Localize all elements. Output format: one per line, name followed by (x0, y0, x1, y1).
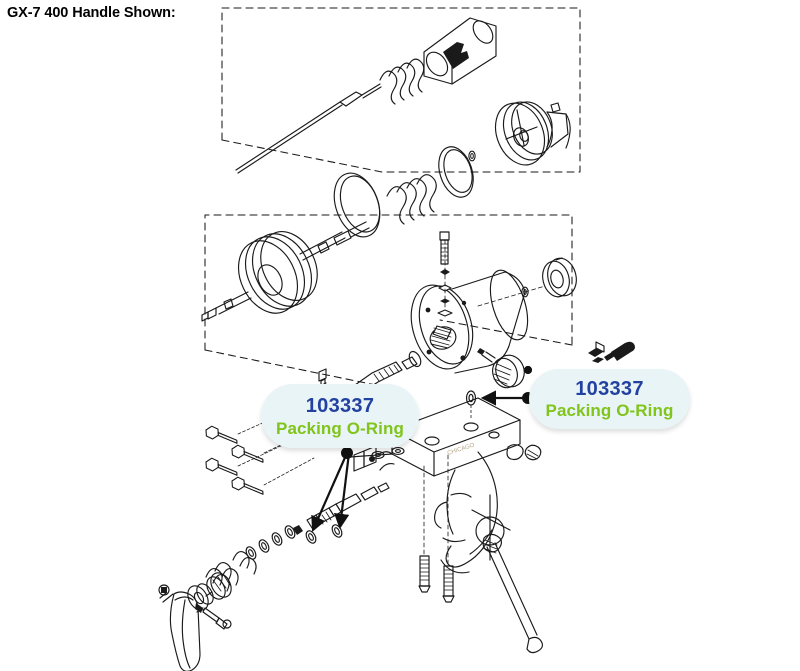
pistol-grip-handle (434, 451, 498, 574)
cylinder-barrel (410, 269, 529, 374)
oring-part (468, 150, 476, 162)
oring-right-middle (438, 146, 474, 198)
leader-arrow-left-1 (311, 452, 349, 533)
page-title: GX-7 400 Handle Shown: (7, 5, 176, 21)
callout-right[interactable]: 103337 Packing O-Ring (529, 369, 690, 429)
large-oring-middle (333, 172, 381, 238)
bushing-right (542, 257, 577, 298)
target-oring-right (465, 390, 477, 418)
dashed-group-box-upper (221, 7, 581, 173)
leader-arrow-left-2 (333, 452, 351, 530)
svg-text:CHICAGO: CHICAGO (447, 442, 476, 456)
callout-right-part-description: Packing O-Ring (545, 401, 674, 420)
piston-assembly (201, 221, 370, 322)
long-bolts-lower (418, 454, 455, 603)
adjust-knob (477, 348, 525, 389)
needle-probe (235, 83, 382, 174)
small-clip-bolt (588, 341, 635, 363)
valve-spring-upper (379, 58, 425, 105)
callout-left-part-description: Packing O-Ring (276, 418, 404, 438)
trigger-screw (195, 603, 232, 630)
cylinder-top-bolt (437, 231, 453, 317)
valve-cap-assembly (494, 101, 571, 166)
callout-right-part-number: 103337 (575, 378, 644, 400)
spring-middle (386, 174, 437, 225)
valve-sleeve-upper (423, 17, 497, 85)
trigger-lever (158, 584, 213, 671)
callout-left-part-number: 103337 (305, 394, 375, 417)
air-hose-rod (471, 494, 544, 654)
valve-stem-lower (187, 482, 390, 611)
leader-dot-upper-right (523, 365, 533, 375)
plate-side-bolt (524, 444, 542, 461)
callout-left[interactable]: 103337 Packing O-Ring (261, 384, 419, 448)
